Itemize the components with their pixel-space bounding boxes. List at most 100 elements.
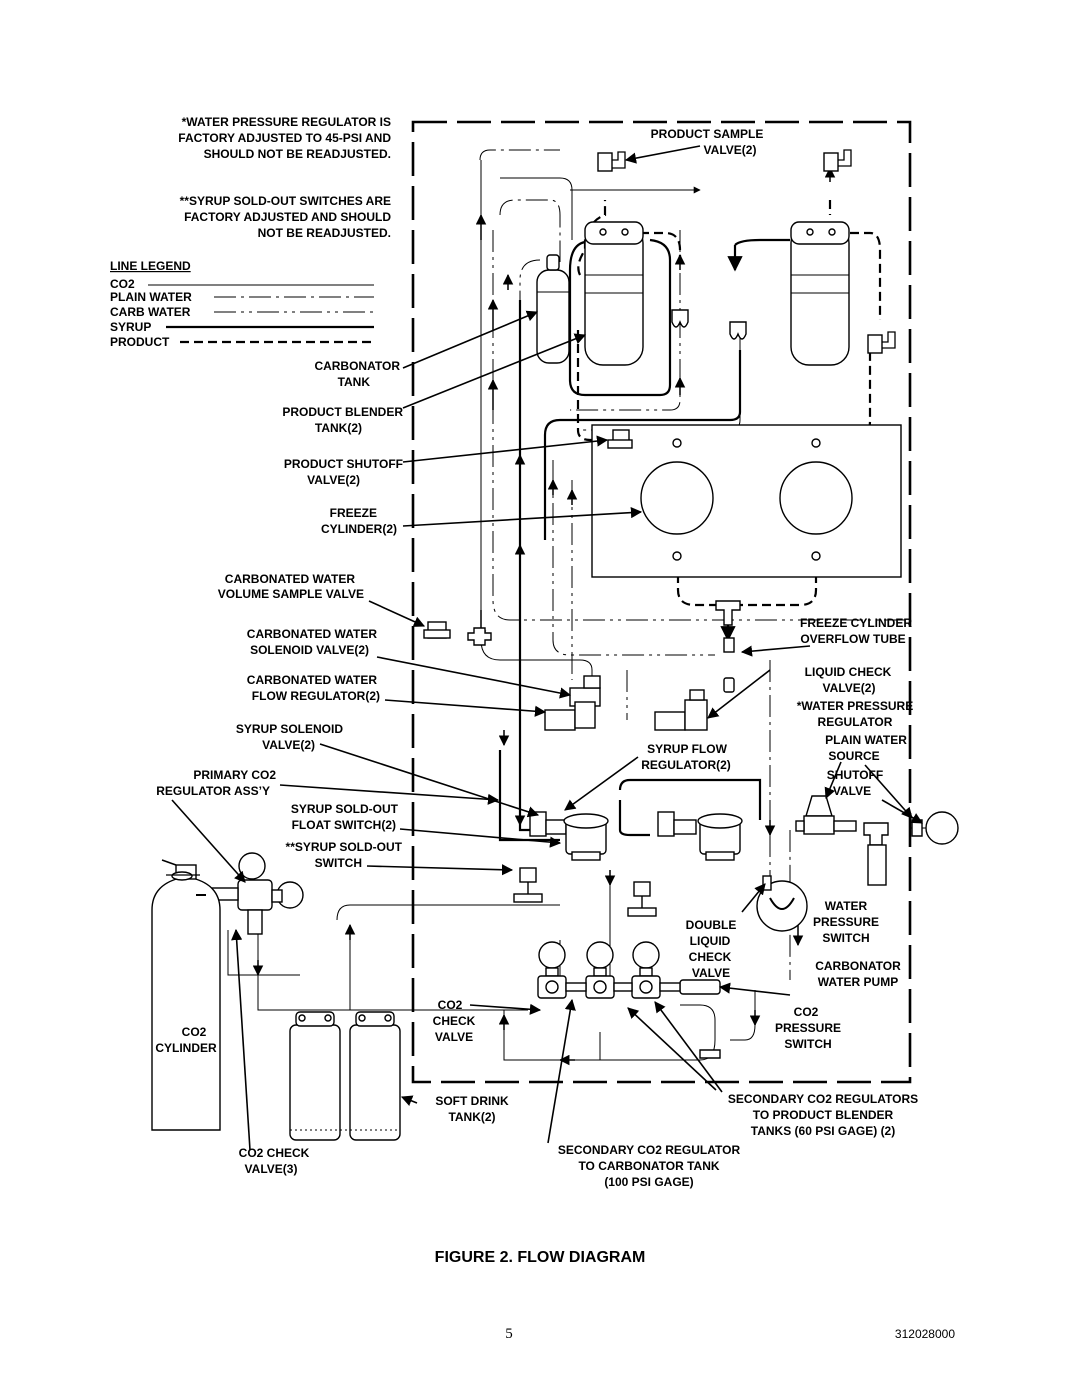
label-freeze-cylinder-1: FREEZE	[330, 506, 377, 520]
label-secondary-regulators-blender-3: TANKS (60 PSI GAGE) (2)	[751, 1124, 895, 1138]
components	[151, 149, 959, 1141]
label-water-pressure-regulator-2: REGULATOR	[818, 715, 893, 729]
secondary-co2-regulator-3	[631, 941, 661, 999]
label-shutoff-valve-1: SHUTOFF	[827, 768, 883, 782]
flow-arrows	[252, 156, 836, 1066]
label-product-blender-tank-2: TANK(2)	[315, 421, 362, 435]
label-product-shutoff-valve-2: VALVE(2)	[307, 473, 360, 487]
label-carbonated-water-sample-valve-2: VOLUME SAMPLE VALVE	[218, 587, 364, 601]
secondary-co2-regulator-1	[537, 941, 567, 999]
syrup-line-right	[618, 778, 762, 820]
product-sample-valve-2	[823, 149, 852, 172]
carbonator-water-pump	[679, 979, 721, 995]
product-shutoff-valve	[607, 429, 633, 449]
label-secondary-regulators-blender-1: SECONDARY CO2 REGULATORS	[728, 1092, 918, 1106]
overflow-fitting	[723, 637, 735, 653]
label-co2-check-valve-3: VALVE	[435, 1030, 473, 1044]
product-line-1b	[640, 231, 682, 265]
label-soft-drink-tank-2: TANK(2)	[448, 1110, 495, 1124]
page-number: 5	[505, 1326, 513, 1342]
carbonated-water-solenoid-2	[654, 689, 708, 731]
cabinet-frame	[411, 120, 912, 1084]
label-secondary-regulator-carbonator-2: TO CARBONATOR TANK	[578, 1159, 719, 1173]
carb-water-cross-fitting	[467, 627, 492, 646]
soft-drink-tank-1	[289, 1011, 341, 1141]
co2-line-upper	[336, 904, 560, 921]
co2-line-switch	[730, 990, 756, 1041]
pointer-leaders	[171, 145, 923, 1151]
legend-plain-water: PLAIN WATER	[110, 290, 192, 304]
freeze-cylinder-2	[779, 461, 853, 535]
label-syrup-flow-regulator-2: REGULATOR(2)	[641, 758, 731, 772]
syrup-line-left2	[498, 750, 560, 842]
product-blender-tank-2	[790, 221, 850, 366]
label-product-blender-tank-1: PRODUCT BLENDER	[282, 405, 403, 419]
label-primary-co2-regulator-2: REGULATOR ASS’Y	[156, 784, 270, 798]
label-product-shutoff-valve-1: PRODUCT SHUTOFF	[284, 457, 403, 471]
y-fitting-1	[671, 309, 689, 328]
freeze-cylinder-1	[640, 461, 714, 535]
carb-water-blender1	[570, 230, 681, 411]
note-pressure-regulator-line2: FACTORY ADJUSTED TO 45-PSI AND	[178, 131, 391, 145]
product-line-freeze1	[676, 560, 720, 607]
secondary-co2-regulator-2	[585, 941, 615, 999]
label-syrup-sold-out-switch-1: **SYRUP SOLD-OUT	[286, 840, 403, 854]
label-co2-cylinder-2: CYLINDER	[155, 1041, 217, 1055]
label-co2-cylinder-1: CO2	[182, 1025, 207, 1039]
label-secondary-regulator-carbonator-3: (100 PSI GAGE)	[604, 1175, 693, 1189]
label-double-liquid-check-valve-1: DOUBLE	[686, 918, 737, 932]
plain-water-source	[925, 811, 959, 845]
label-carbonator-water-pump-2: WATER PUMP	[818, 975, 898, 989]
label-primary-co2-regulator-1: PRIMARY CO2	[193, 768, 276, 782]
legend-title: LINE LEGEND	[110, 259, 191, 273]
carbonator-water-pump-tee	[863, 822, 889, 886]
carbonator-tank	[536, 269, 570, 364]
label-co2-check-valve-3-2: VALVE(3)	[245, 1162, 298, 1176]
syrup-flow-regulator-2	[657, 811, 743, 861]
label-syrup-solenoid-valve-2: VALVE(2)	[262, 738, 315, 752]
label-double-liquid-check-valve-3: CHECK	[689, 950, 732, 964]
note-pressure-regulator-line1: *WATER PRESSURE REGULATOR IS	[182, 115, 391, 129]
label-soft-drink-tank-1: SOFT DRINK	[435, 1094, 509, 1108]
co2-pressure-switch-tee	[699, 1049, 721, 1059]
co2-line-top	[500, 177, 573, 240]
soft-drink-tank-2	[349, 1011, 401, 1141]
note-sold-out-line3: NOT BE READJUSTED.	[258, 226, 391, 240]
legend-co2: CO2	[110, 277, 135, 291]
liquid-check-valve	[723, 677, 735, 693]
label-syrup-flow-regulator-1: SYRUP FLOW	[647, 742, 727, 756]
water-pressure-regulator	[795, 795, 857, 835]
syrup-line-left	[518, 300, 530, 832]
product-line-2	[850, 231, 882, 320]
note-pressure-regulator-line3: SHOULD NOT BE READJUSTED.	[204, 147, 391, 161]
label-syrup-sold-out-switch-2: SWITCH	[315, 856, 362, 870]
label-carbonated-water-flow-regulator-1: CARBONATED WATER	[247, 673, 378, 687]
label-product-sample-valve-2: VALVE(2)	[704, 143, 757, 157]
legend-syrup: SYRUP	[110, 320, 151, 334]
notes: *WATER PRESSURE REGULATOR IS FACTORY ADJ…	[178, 115, 391, 240]
label-double-liquid-check-valve-2: LIQUID	[690, 934, 731, 948]
label-carbonator-tank-1: CARBONATOR	[314, 359, 400, 373]
manifold-link-1	[565, 982, 587, 992]
carb-water-main	[492, 230, 905, 621]
label-carbonator-water-pump-1: CARBONATOR	[815, 959, 901, 973]
label-co2-check-valve-1: CO2	[438, 998, 463, 1012]
label-water-pressure-switch-1: WATER	[825, 899, 868, 913]
overflow-tee	[715, 600, 741, 626]
label-carbonated-water-flow-regulator-2: FLOW REGULATOR(2)	[252, 689, 380, 703]
freeze-cylinder-panel	[591, 424, 902, 578]
label-carbonator-tank-2: TANK	[338, 375, 371, 389]
water-pressure-switch-assembly	[756, 875, 808, 932]
label-water-pressure-switch-3: SWITCH	[822, 931, 869, 945]
label-freeze-cylinder-overflow-1: FREEZE CYLINDER	[800, 616, 912, 630]
label-co2-check-valve-3-1: CO2 CHECK	[239, 1146, 310, 1160]
figure-title: FIGURE 2. FLOW DIAGRAM	[435, 1249, 646, 1266]
carbonated-water-solenoid-1	[544, 675, 601, 731]
manifold-link-3	[659, 982, 681, 992]
document-number: 312028000	[895, 1327, 955, 1341]
legend-carb-water: CARB WATER	[110, 305, 191, 319]
label-co2-pressure-switch-2: PRESSURE	[775, 1021, 841, 1035]
manifold-link-2	[613, 982, 633, 992]
label-syrup-sold-out-float-switch-2: FLOAT SWITCH(2)	[292, 818, 396, 832]
product-blender-tank-1	[584, 221, 644, 366]
